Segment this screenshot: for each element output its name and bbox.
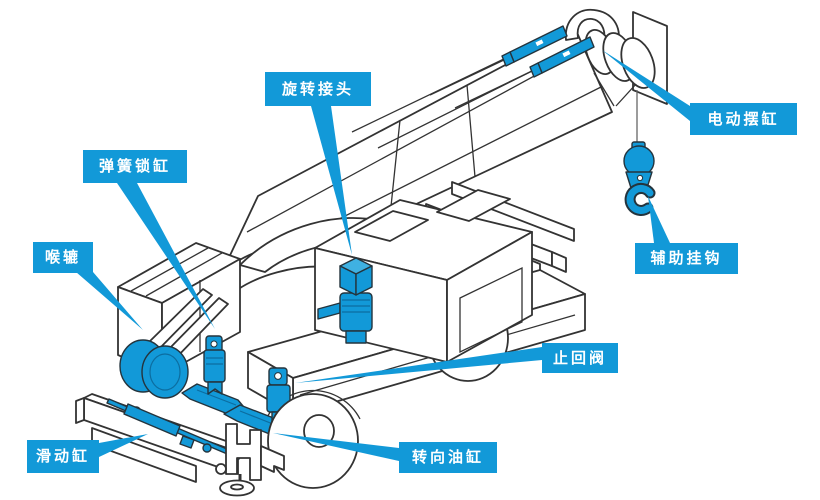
label-sliding-cylinder: 滑动缸: [27, 440, 99, 473]
leader-spring-lock-cylinder: [117, 183, 215, 329]
leader-sliding-cylinder: [99, 434, 148, 457]
label-winch: 喉辘: [33, 242, 93, 273]
auxiliary-hook-part: [623, 141, 656, 216]
leader-winch: [76, 272, 143, 330]
electric-swing-cylinder-part: [501, 25, 595, 78]
label-check-valve: 止回阀: [542, 343, 618, 373]
leader-rotary-joint: [311, 106, 352, 255]
label-steering-oil-cylinder: 转向油缸: [399, 442, 497, 473]
rotary-joint-part: [317, 257, 373, 344]
leader-electric-swing-cylinder: [602, 50, 690, 121]
leader-auxiliary-hook: [648, 196, 670, 243]
spring-lock-cylinder-part: [203, 335, 226, 395]
sliding-cylinder-part: [106, 398, 242, 460]
winch-drum-part: [119, 288, 229, 399]
leader-lines: [76, 50, 690, 461]
label-rotary-joint: 旋转接头: [265, 72, 371, 106]
label-auxiliary-hook: 辅助挂钩: [635, 243, 738, 274]
outrigger-jack: [215, 423, 285, 497]
label-spring-lock-cylinder: 弹簧锁缸: [83, 150, 187, 183]
leader-steering-oil-cylinder: [273, 433, 399, 461]
leader-check-valve: [295, 347, 542, 383]
label-electric-swing-cylinder: 电动摆缸: [690, 103, 797, 135]
